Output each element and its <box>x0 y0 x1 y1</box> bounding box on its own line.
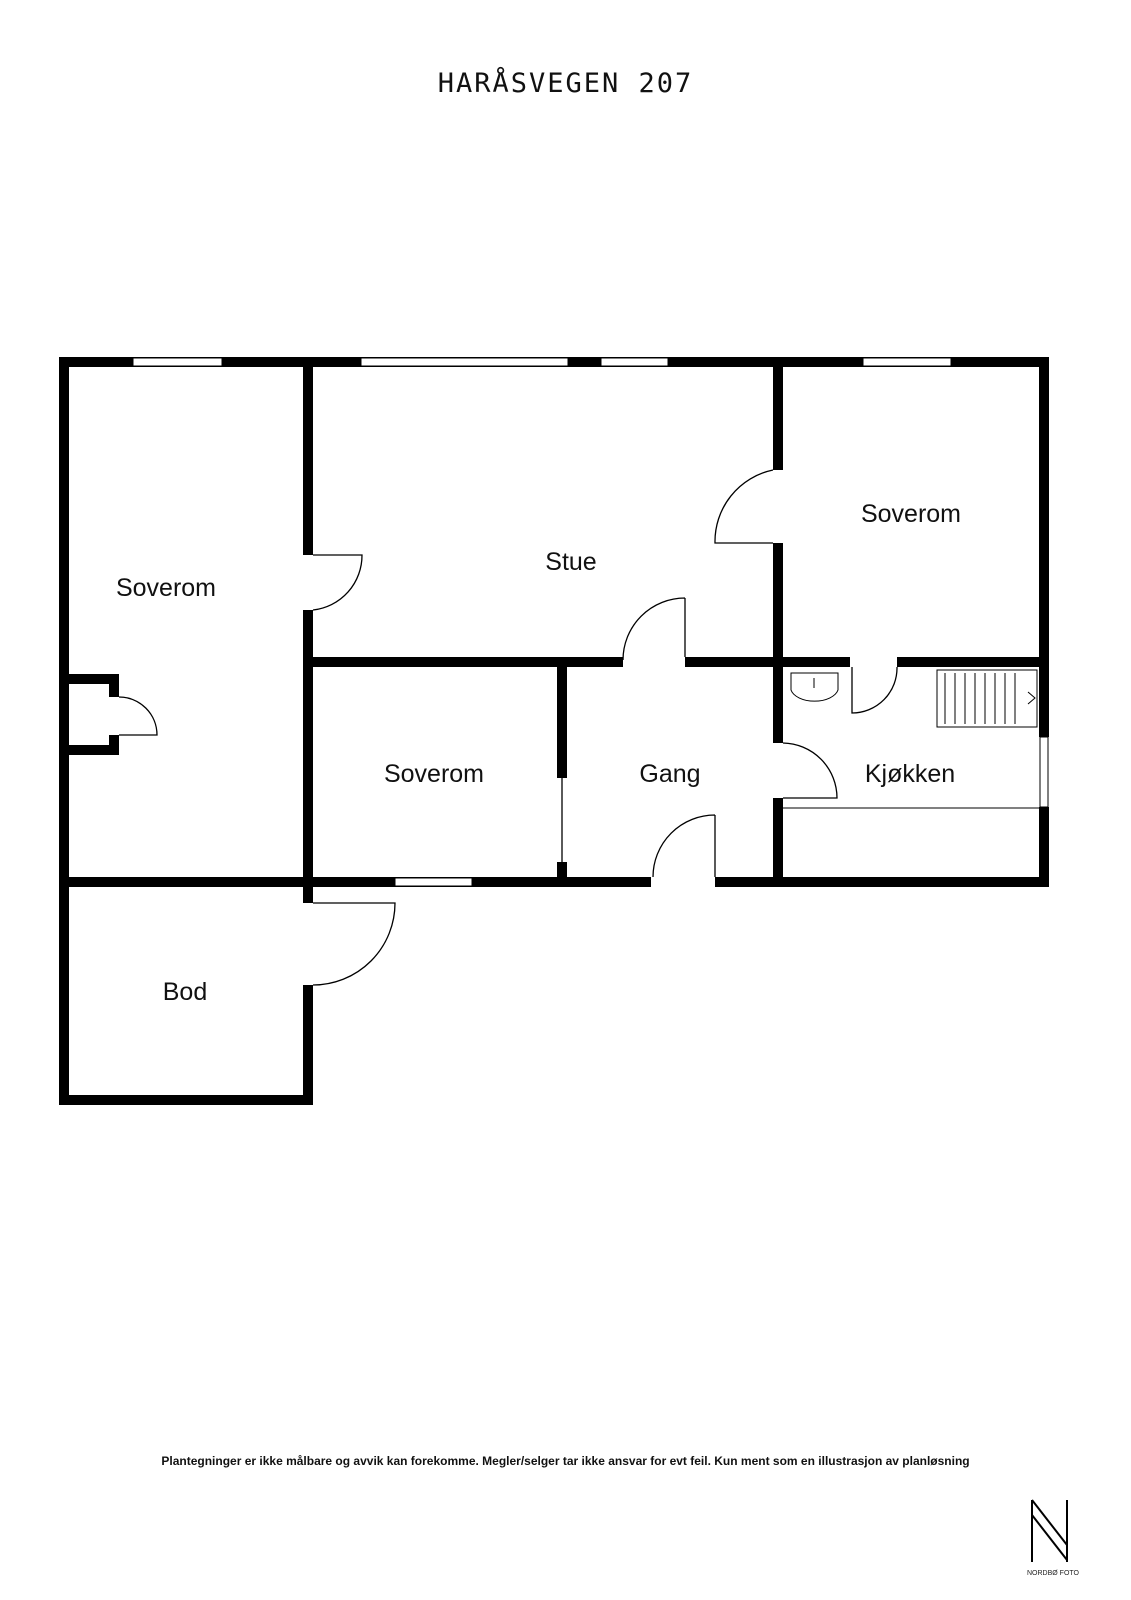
room-label-soverom-left: Soverom <box>116 574 216 602</box>
stairs-icon <box>944 673 1036 724</box>
room-label-soverom-mid: Soverom <box>384 760 484 788</box>
windows <box>132 357 1049 887</box>
doors <box>118 469 898 986</box>
disclaimer-text: Plantegninger er ikke målbare og avvik k… <box>161 1454 970 1468</box>
walls <box>59 357 1049 1105</box>
room-label-soverom-right: Soverom <box>861 500 961 528</box>
room-label-stue: Stue <box>545 548 596 576</box>
room-labels: Soverom Stue Soverom Soverom Gang Kjøkke… <box>116 500 961 1006</box>
room-label-kjokken: Kjøkken <box>865 760 955 788</box>
nordbo-logo-icon <box>1031 1499 1068 1562</box>
room-label-bod: Bod <box>163 978 207 1006</box>
plan-title: HARÅSVEGEN 207 <box>437 68 694 99</box>
room-label-gang: Gang <box>639 760 700 788</box>
logo-text: NORDBØ FOTO <box>1027 1570 1079 1577</box>
kitchen-fixtures <box>783 669 1039 809</box>
